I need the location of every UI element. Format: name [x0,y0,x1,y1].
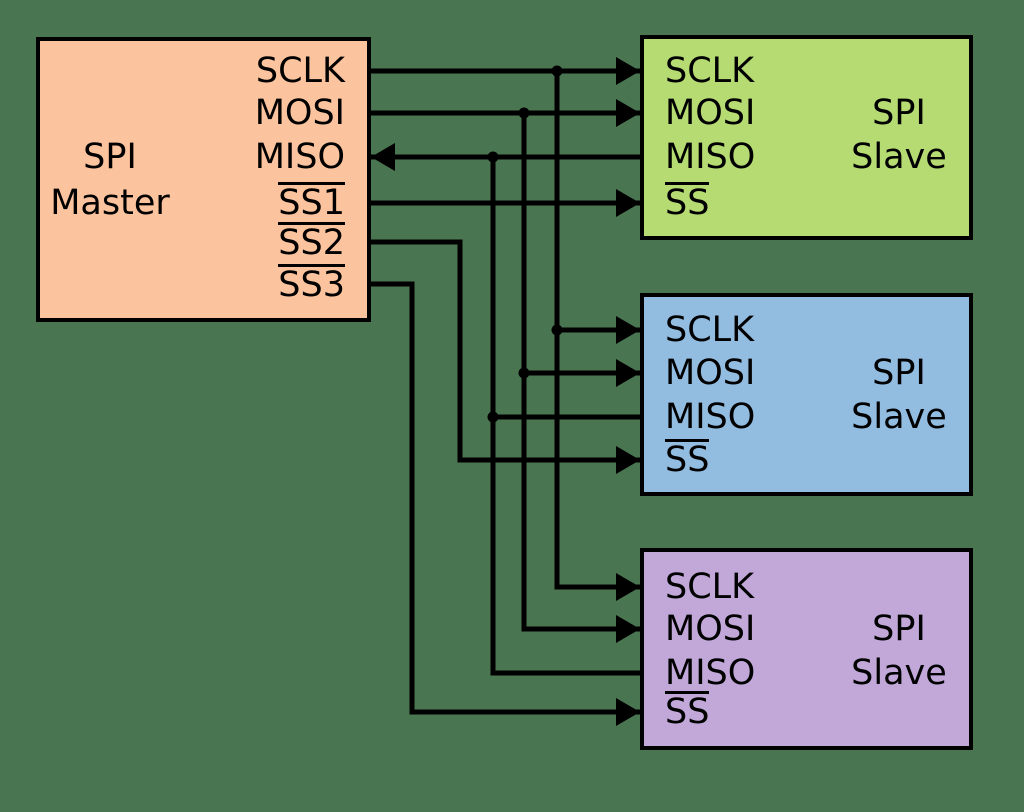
slave1-pin-ss: SS [644,182,969,224]
master-pin-ss1: SS1 [40,182,367,224]
slave3-pin-ss: SS [644,691,969,733]
slave3-pin-ss-overline-label: SS [665,691,710,732]
slave1-pin-mosi: MOSI [665,93,756,133]
slave2-title-line-2: Slave [851,397,947,437]
net-miso-junction-dot [487,411,499,423]
net-sclk-arrowhead [616,57,640,85]
net-ss3-arrowhead [616,698,640,726]
net-sclk-arrowhead [616,573,640,601]
net-miso [368,143,643,676]
master-pin-miso: MISO [254,137,345,177]
spi-slave2-title: SPI Slave [824,352,974,438]
master-pin-ss2-overline-label: SS2 [278,222,345,263]
net-mosi-junction-dot [518,107,530,119]
slave2-pin-miso: MISO [665,397,756,437]
master-title-line-2: Master [50,183,170,223]
net-ss3 [368,281,643,726]
slave1-pin-ss-overline-label: SS [665,182,710,223]
slave3-pin-miso: MISO [665,653,756,693]
master-pin-ss3: SS3 [40,264,367,306]
master-title-line-1: SPI [83,137,137,177]
master-pin-ss3-overline-label: SS3 [278,264,345,305]
net-miso-arrowhead [371,143,395,171]
net-mosi-junction-dot [518,367,530,379]
slave2-pin-ss: SS [644,439,969,481]
slave3-pin-sclk: SCLK [665,567,755,607]
master-pin-sclk: SCLK [255,51,345,91]
net-sclk-arrowhead [616,316,640,344]
slave2-title-line-1: SPI [872,353,926,393]
net-ss2-arrowhead [616,446,640,474]
slave2-pin-mosi: MOSI [665,353,756,393]
slave1-pin-sclk: SCLK [665,51,755,91]
slave1-title-line-2: Slave [851,137,947,177]
net-mosi-arrowhead [616,359,640,387]
net-ss1 [368,189,643,217]
net-sclk-junction-dot [551,324,563,336]
master-pin-mosi: MOSI [254,93,345,133]
net-ss2 [368,239,643,474]
slave3-title-line-1: SPI [872,609,926,649]
master-pin-ss2: SS2 [40,222,367,264]
net-sclk-junction-dot [551,65,563,77]
spi-master-title: SPI Master [40,136,180,224]
slave2-pin-ss-overline-label: SS [665,439,710,480]
slave3-title-line-2: Slave [851,653,947,693]
slave1-pin-miso: MISO [665,137,756,177]
net-miso-junction-dot [487,151,499,163]
net-ss1-arrowhead [616,189,640,217]
slave2-pin-sclk: SCLK [665,310,755,350]
net-mosi-arrowhead [616,615,640,643]
net-mosi [368,99,643,643]
spi-slave1-title: SPI Slave [824,92,974,178]
master-pin-ss1-overline-label: SS1 [278,182,345,223]
spi-slave3-title: SPI Slave [824,608,974,694]
slave1-title-line-1: SPI [872,93,926,133]
slave3-pin-mosi: MOSI [665,609,756,649]
net-mosi-arrowhead [616,99,640,127]
